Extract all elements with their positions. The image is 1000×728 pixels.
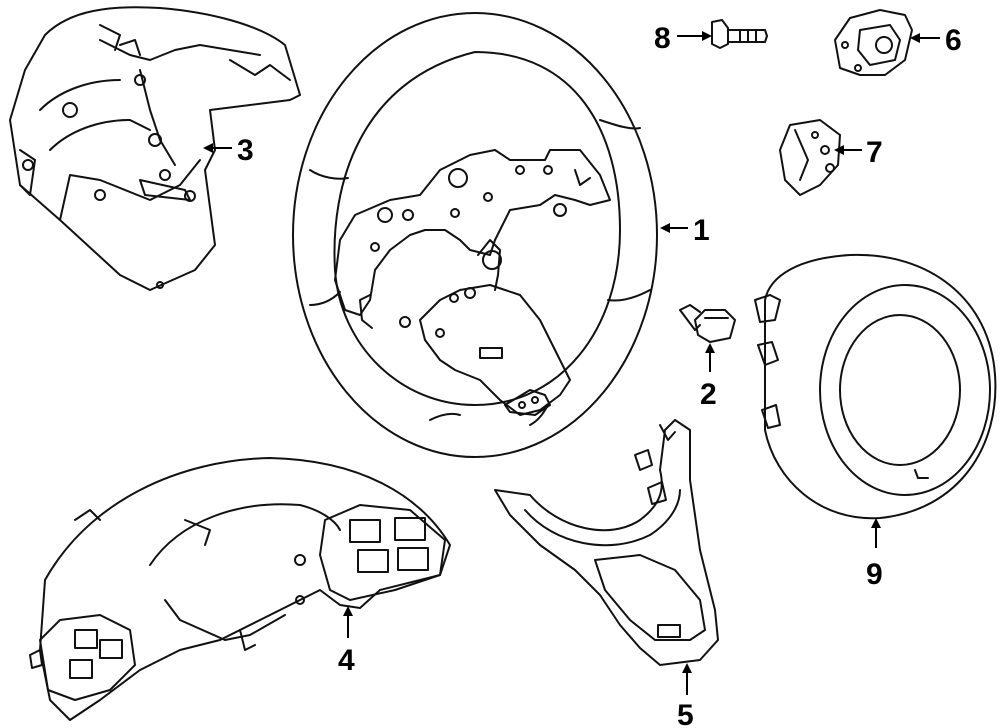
- callout-6: 6: [945, 24, 962, 57]
- part-6-bracket: [834, 9, 913, 76]
- part-5-bezel: [494, 419, 719, 666]
- callout-1: 1: [693, 214, 710, 247]
- part-7-switch: [779, 119, 841, 196]
- part-8-bolt: [711, 19, 768, 49]
- callout-8: 8: [654, 22, 671, 55]
- part-3-upper-cover: [9, 6, 301, 291]
- callout-2: 2: [700, 378, 717, 411]
- part-2-bolt: [679, 304, 736, 343]
- callout-9: 9: [866, 558, 883, 591]
- callout-4: 4: [338, 644, 355, 677]
- leader-lines: [203, 31, 940, 695]
- part-4-lower-cover: [29, 457, 451, 721]
- callout-3: 3: [237, 134, 254, 167]
- callout-7: 7: [866, 136, 883, 169]
- part-9-airbag: [754, 253, 997, 520]
- callout-labels: 1 2 3 4 5 6 7 8 9: [237, 22, 962, 728]
- callout-5: 5: [677, 699, 694, 728]
- part-1-steering-wheel: [292, 12, 658, 458]
